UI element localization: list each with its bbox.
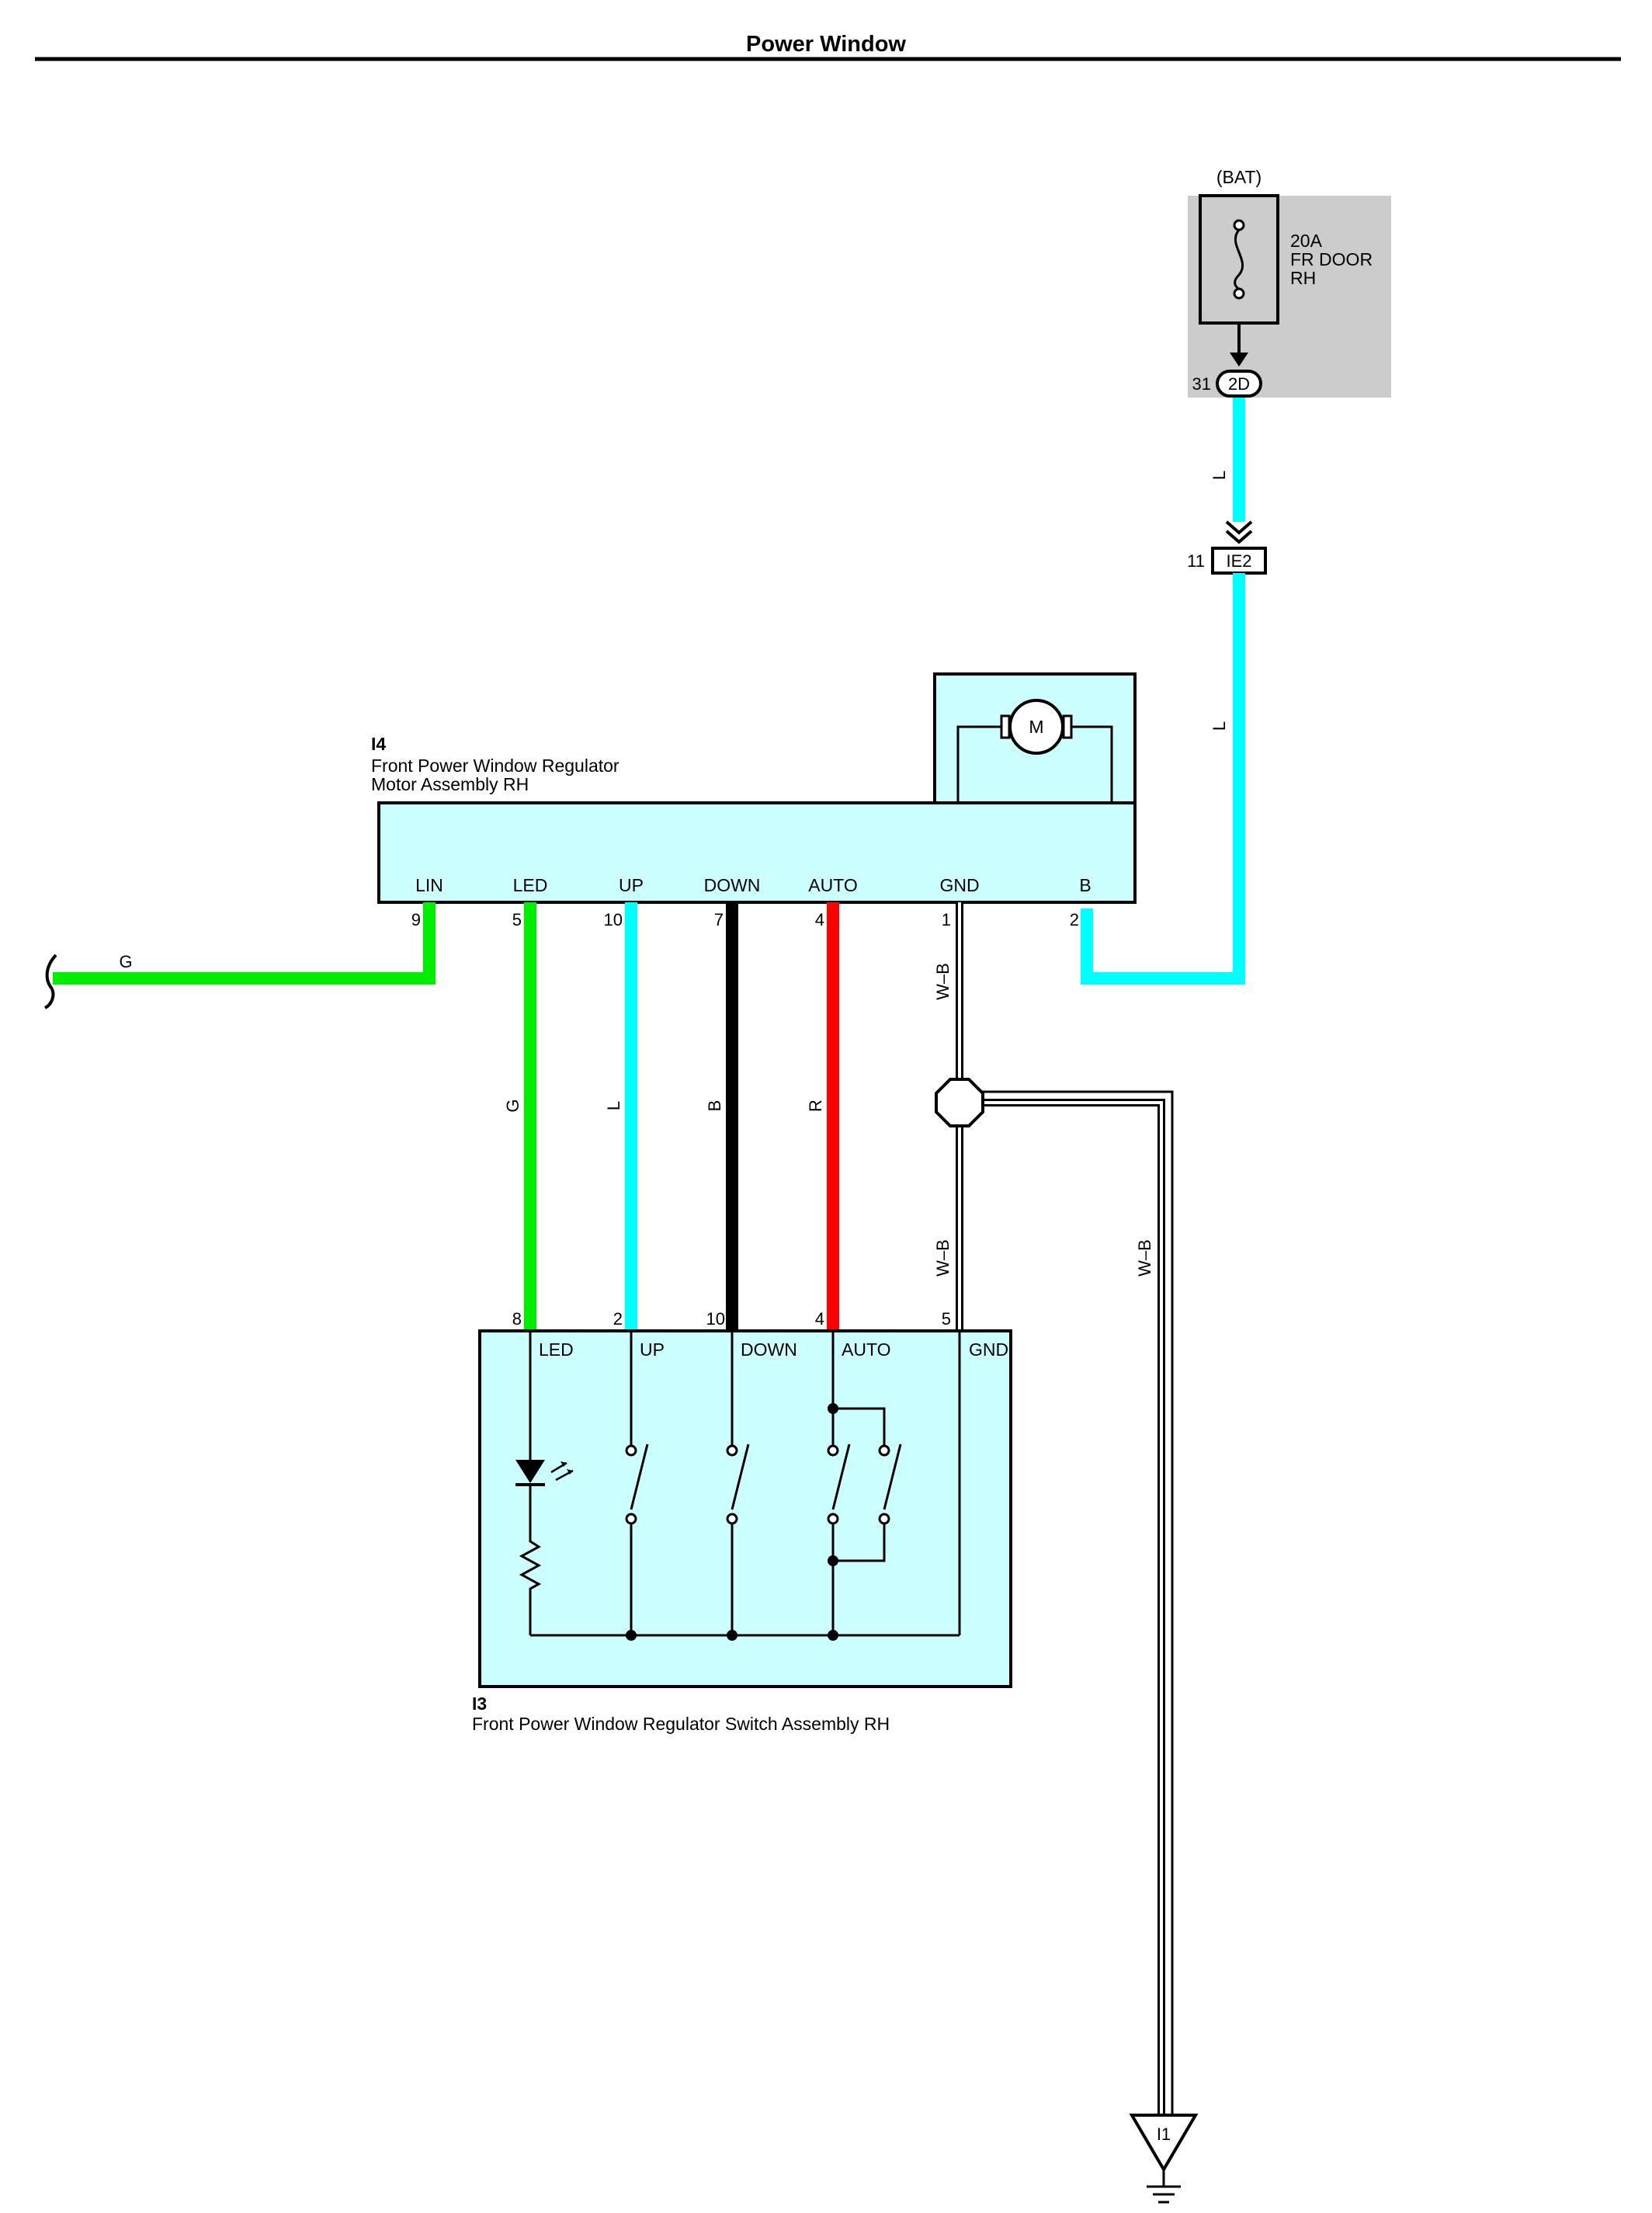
switch-pin-led: 8	[512, 1309, 522, 1329]
fuse-name-line2: RH	[1290, 268, 1316, 288]
connector-ie2-pin: 11	[1187, 551, 1205, 571]
motor-pin-led: 5	[512, 910, 522, 929]
switch-terminal-led: LED	[539, 1339, 574, 1360]
signal-wires: G L B R	[503, 902, 839, 1331]
motor-connector-body	[377, 801, 1137, 904]
splice-point	[935, 1078, 984, 1127]
wire-label-led: G	[503, 1099, 522, 1112]
motor-name-line1: Front Power Window Regulator	[371, 756, 620, 776]
connector-2d-pin: 31	[1192, 374, 1211, 394]
motor-terminal-auto: AUTO	[808, 875, 857, 895]
motor-pin-up: 10	[604, 910, 623, 929]
motor-terminal-b: B	[1079, 875, 1091, 895]
switch-pin-auto: 4	[815, 1309, 824, 1329]
switch-name: Front Power Window Regulator Switch Asse…	[472, 1714, 890, 1734]
junction-chevron-icon	[1225, 520, 1253, 535]
wire-label-lin: G	[119, 952, 132, 971]
wire-label-gnd-top: W–B	[933, 963, 953, 1000]
switch-body	[478, 1329, 1012, 1688]
switch-pin-gnd: 5	[942, 1309, 951, 1329]
connector-2d-label: 2D	[1228, 374, 1250, 394]
wire-label-up: L	[604, 1101, 623, 1110]
fuse-name-line1: FR DOOR	[1290, 249, 1373, 269]
motor-pin-lin: 9	[411, 910, 421, 929]
fuse-block: (BAT) 20A FR DOOR RH 2D 31	[1188, 167, 1391, 398]
motor-terminal-up: UP	[619, 875, 644, 895]
motor-terminal-lin: LIN	[415, 875, 443, 895]
wire-label-batt-upper: L	[1210, 471, 1229, 480]
fuse-rating: 20A	[1290, 231, 1323, 251]
motor-name-line2: Motor Assembly RH	[371, 774, 529, 794]
wire-label-down: B	[705, 1100, 724, 1112]
ground-wire: W–B W–B W–B I1	[933, 902, 1199, 2204]
switch-id: I3	[472, 1694, 487, 1714]
motor-terminal-led: LED	[513, 875, 548, 895]
wire-label-auto: R	[806, 1100, 825, 1112]
motor-pin-down: 7	[714, 910, 724, 929]
ground-icon	[1129, 2114, 1199, 2173]
wire-l-lower	[1081, 573, 1245, 985]
wire-break-icon	[43, 954, 57, 1009]
wire-label-ground-run: W–B	[1135, 1239, 1154, 1277]
fuse-box-shading	[1188, 196, 1391, 398]
battery-feed-wire: L IE2 11 L	[1081, 398, 1267, 985]
page-title: Power Window	[746, 32, 906, 57]
junction-dots	[626, 1403, 838, 1641]
switch-pin-up: 2	[613, 1309, 623, 1329]
switch-terminal-auto: AUTO	[842, 1339, 890, 1360]
led-icon	[515, 1460, 574, 1486]
switch-internal-circuit	[519, 1331, 961, 1637]
switch-contact-icons	[625, 1444, 890, 1525]
motor-pin-b: 2	[1070, 910, 1079, 929]
switch-pin-down: 10	[706, 1309, 725, 1329]
lin-wire: G	[43, 902, 436, 1009]
motor-id: I4	[371, 734, 386, 754]
switch-terminal-down: DOWN	[741, 1339, 797, 1360]
connector-2d	[1216, 370, 1262, 398]
motor-pin-auto: 4	[815, 910, 824, 929]
motor-terminal-down: DOWN	[704, 875, 761, 895]
switch-assembly: 8 2 10 4 5 LED UP DOWN AUTO GND	[472, 1309, 1012, 1734]
wire-label-gnd-mid: W–B	[933, 1239, 953, 1277]
ground-id: I1	[1157, 2124, 1171, 2144]
motor-pin-gnd: 1	[942, 910, 951, 929]
wire-g-lin	[53, 902, 436, 985]
fuse-arrow-icon	[1230, 353, 1248, 367]
fuse-source-label: (BAT)	[1216, 167, 1262, 187]
motor-icon: M	[1000, 699, 1073, 755]
switch-terminal-up: UP	[640, 1339, 665, 1360]
motor-symbol: M	[1029, 717, 1043, 737]
fuse-icon	[1233, 219, 1245, 300]
motor-assembly: M I4 Front Power Window Regulator Motor …	[371, 672, 1137, 929]
motor-terminal-gnd: GND	[939, 875, 979, 895]
connector-ie2-label: IE2	[1226, 551, 1251, 571]
wire-label-batt-lower: L	[1210, 721, 1229, 731]
switch-terminal-gnd: GND	[969, 1339, 1008, 1360]
